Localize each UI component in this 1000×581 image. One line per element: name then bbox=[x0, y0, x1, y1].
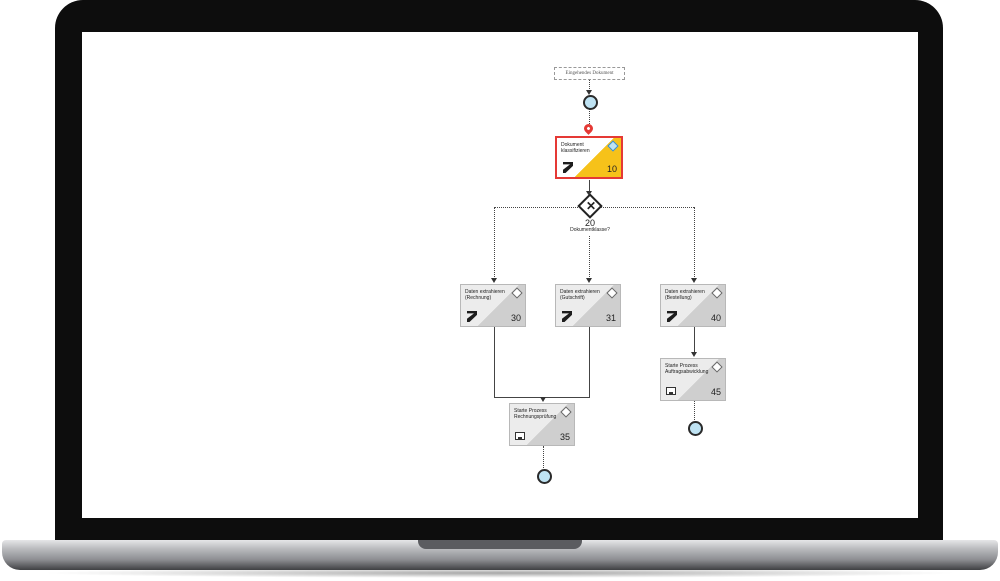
task-number: 30 bbox=[510, 313, 521, 323]
service-task-icon bbox=[562, 311, 572, 322]
task-label: Starte Prozess Auftragsabwicklung bbox=[665, 363, 709, 375]
start-document[interactable]: Eingehendes Dokument bbox=[554, 67, 625, 80]
end-event[interactable] bbox=[688, 421, 703, 436]
connector bbox=[598, 207, 694, 208]
diamond-icon bbox=[606, 287, 618, 299]
connector bbox=[694, 327, 695, 355]
laptop-shadow bbox=[40, 568, 960, 578]
gateway-x-icon: ✕ bbox=[585, 199, 597, 213]
connector bbox=[494, 207, 580, 208]
connector bbox=[589, 107, 590, 124]
laptop-notch bbox=[418, 540, 582, 549]
task-number: 35 bbox=[559, 432, 570, 442]
task-label: Daten extrahieren (Rechnung) bbox=[465, 289, 505, 301]
task-number: 45 bbox=[710, 387, 721, 397]
arrow-head bbox=[586, 90, 592, 95]
end-event[interactable] bbox=[537, 469, 552, 484]
task-number: 10 bbox=[606, 164, 617, 174]
task-label: Daten extrahieren (Gutschrift) bbox=[560, 289, 600, 301]
task-dokument-klassifizieren[interactable]: Dokument klassifizieren 10 bbox=[555, 136, 623, 179]
connector bbox=[494, 327, 495, 397]
diamond-icon bbox=[711, 287, 723, 299]
task-label: Starte Prozess Rechnungsprüfung bbox=[514, 408, 557, 420]
connector bbox=[589, 80, 590, 93]
connector bbox=[694, 400, 695, 420]
gateway-number: 20 bbox=[584, 218, 595, 228]
connector bbox=[589, 180, 590, 194]
task-daten-extrahieren-gutschrift[interactable]: Daten extrahieren (Gutschrift) 31 bbox=[555, 284, 621, 327]
diamond-icon bbox=[560, 406, 572, 418]
task-starte-prozess-auftragsabwicklung[interactable]: Starte Prozess Auftragsabwicklung 45 bbox=[660, 358, 726, 401]
gateway-label: Dokumentklasse? bbox=[570, 227, 610, 233]
task-daten-extrahieren-bestellung[interactable]: Daten extrahieren (Bestellung) 40 bbox=[660, 284, 726, 327]
connector bbox=[494, 207, 495, 281]
task-starte-prozess-rechnungspruefung[interactable]: Starte Prozess Rechnungsprüfung 35 bbox=[509, 403, 575, 446]
start-event[interactable] bbox=[583, 95, 598, 110]
task-label: Daten extrahieren (Bestellung) bbox=[665, 289, 705, 301]
service-task-icon bbox=[467, 311, 477, 322]
connector bbox=[589, 236, 590, 281]
arrow-head bbox=[586, 278, 592, 283]
service-task-icon bbox=[667, 311, 677, 322]
arrow-head bbox=[540, 397, 546, 402]
connector bbox=[589, 327, 590, 397]
task-number: 31 bbox=[605, 313, 616, 323]
connector bbox=[694, 207, 695, 281]
diamond-icon bbox=[511, 287, 523, 299]
subprocess-icon bbox=[666, 387, 676, 395]
subprocess-icon bbox=[515, 432, 525, 440]
laptop-screen bbox=[82, 32, 918, 518]
arrow-head bbox=[691, 278, 697, 283]
task-number: 40 bbox=[710, 313, 721, 323]
service-task-icon bbox=[563, 162, 573, 173]
diamond-icon bbox=[711, 361, 723, 373]
task-label: Dokument klassifizieren bbox=[561, 142, 590, 154]
arrow-head bbox=[491, 278, 497, 283]
diamond-icon bbox=[607, 140, 619, 152]
task-daten-extrahieren-rechnung[interactable]: Daten extrahieren (Rechnung) 30 bbox=[460, 284, 526, 327]
arrow-head bbox=[691, 352, 697, 357]
connector bbox=[543, 446, 544, 468]
